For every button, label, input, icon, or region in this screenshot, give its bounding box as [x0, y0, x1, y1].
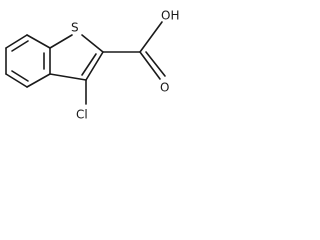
benzene-ring — [5, 34, 51, 88]
bond-c7a-s1 — [49, 34, 73, 49]
bond-c7-c7a — [26, 34, 51, 49]
thiophene-ring — [49, 34, 104, 81]
bond-s1-c2 — [81, 34, 104, 53]
bond-double-c2-c3-inner — [81, 53, 97, 76]
benzothiophene-structure: S OH O Cl — [5, 9, 179, 122]
bond-c2-c3 — [85, 51, 104, 81]
bond-c4-c5 — [5, 73, 28, 88]
bond-double-c4-c5-inner — [11, 70, 29, 82]
bond-carboxyl-c-oh — [139, 21, 163, 53]
bond-c6-c7 — [5, 34, 28, 49]
bond-c3-c3a — [49, 73, 87, 81]
sulfur-atom-label: S — [71, 21, 79, 35]
chlorine-atom-label: Cl — [76, 108, 88, 122]
bond-carboxyl-c-o-double — [145, 51, 166, 77]
carbonyl-oxygen-label: O — [160, 81, 169, 95]
bond-carboxyl-c-o — [139, 51, 161, 80]
carboxylic-acid-group — [102, 21, 166, 80]
hydroxyl-label: OH — [161, 9, 179, 23]
bond-c3a-c4 — [26, 73, 51, 88]
bond-double-c6-c7-inner — [11, 40, 29, 52]
